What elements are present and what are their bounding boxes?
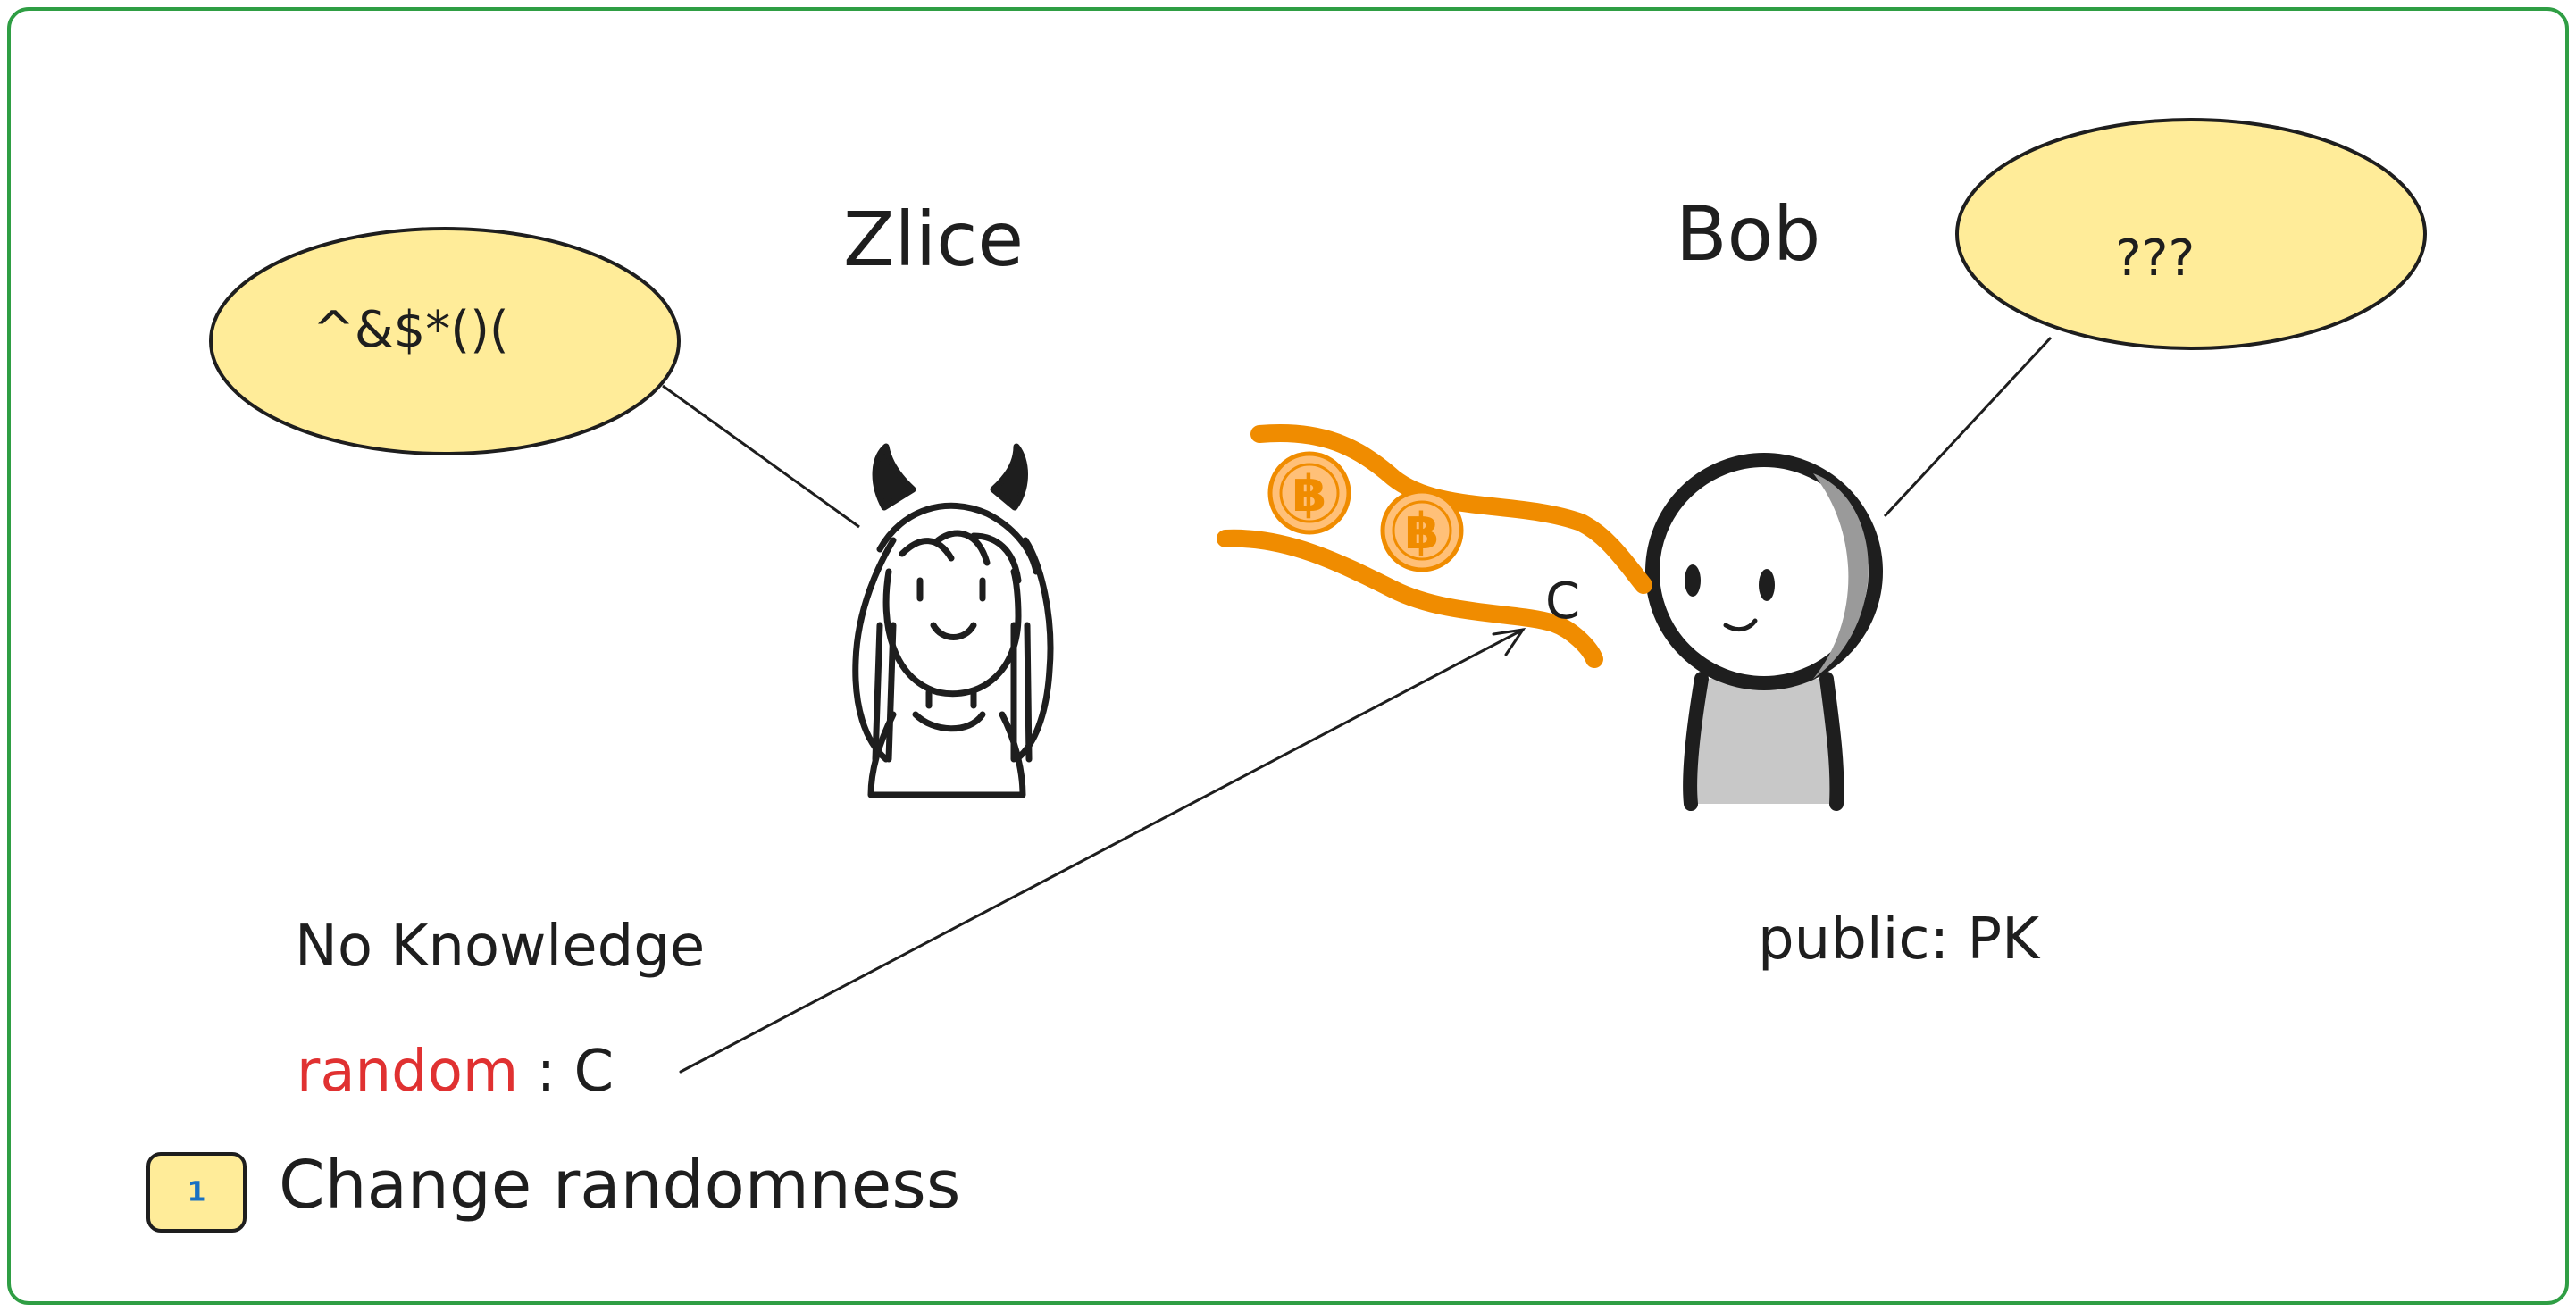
devil-girl-icon [852,443,1054,798]
svg-text:฿: ฿ [1405,503,1440,561]
left-speech-bubble [209,227,860,529]
random-colon: : [536,1039,556,1105]
frame-border [7,7,2569,1305]
knowledge-label: No Knowledge [295,914,706,980]
step-badge-number-box: 1 [148,1154,245,1231]
right-person-name: Bob [1676,190,1821,278]
random-arrow [679,628,1526,1074]
random-line: random : C [297,1043,614,1100]
right-bubble-text: ??? [2115,230,2195,288]
upper-data-stream [1250,424,1652,594]
step-badge [146,1152,247,1233]
step-label: Change randomness [279,1147,961,1224]
stick-figure-icon [1645,453,1883,811]
bitcoin-coin-icon: ฿ [1267,451,1351,535]
public-key-label: public: PK [1758,907,2040,973]
bitcoin-coin-icon: ฿ [1380,489,1464,572]
svg-text:฿: ฿ [1292,465,1327,523]
step-number: 1 [187,1176,206,1208]
random-value: C [573,1039,615,1105]
lower-data-stream [1217,529,1603,668]
right-speech-bubble [1883,118,2427,518]
left-person-name: Zlice [843,196,1025,283]
random-keyword: random [297,1039,519,1105]
transfer-label: C [1545,572,1581,631]
left-bubble-text: ^&$*()( [313,301,509,359]
